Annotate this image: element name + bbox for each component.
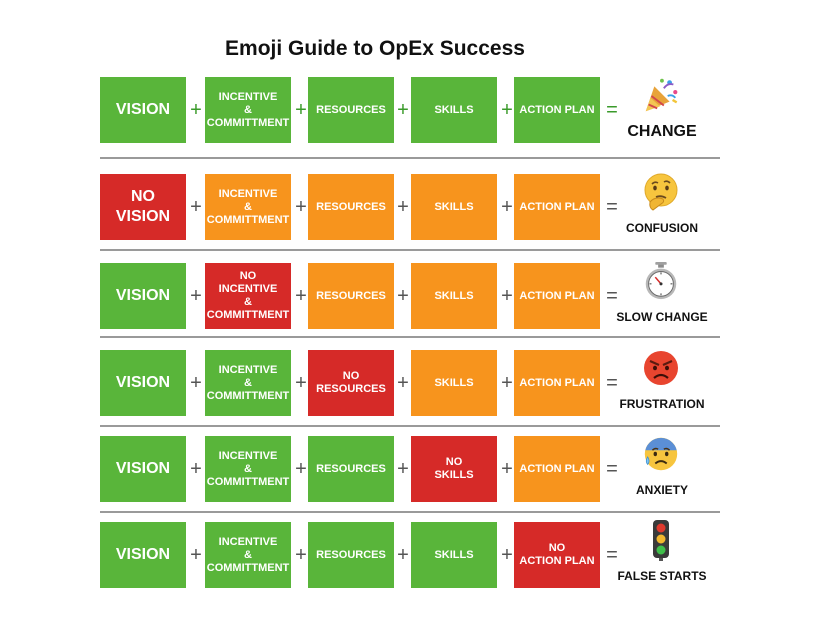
party-popper-icon xyxy=(641,75,681,115)
factor-box: INCENTIVE & COMMITTMENT xyxy=(205,522,291,588)
result-label: CHANGE xyxy=(627,123,697,140)
plus-operator: + xyxy=(397,98,409,121)
traffic-light-icon xyxy=(641,520,681,561)
plus-operator: + xyxy=(501,98,513,121)
row-divider xyxy=(100,249,720,251)
factor-box: RESOURCES xyxy=(308,174,394,240)
factor-box: INCENTIVE & COMMITTMENT xyxy=(205,174,291,240)
plus-operator: + xyxy=(501,195,513,218)
plus-operator: + xyxy=(190,371,202,394)
factor-box: NO VISION xyxy=(100,174,186,240)
factor-box: VISION xyxy=(100,522,186,588)
page-title: Emoji Guide to OpEx Success xyxy=(225,37,525,60)
plus-operator: + xyxy=(397,371,409,394)
factor-box: RESOURCES xyxy=(308,263,394,329)
plus-operator: + xyxy=(190,98,202,121)
plus-operator: + xyxy=(295,457,307,480)
factor-box: VISION xyxy=(100,77,186,143)
plus-operator: + xyxy=(501,284,513,307)
equation-row: VISION+INCENTIVE & COMMITTMENT+RESOURCES… xyxy=(100,436,720,502)
plus-operator: + xyxy=(397,284,409,307)
plus-operator: + xyxy=(295,195,307,218)
plus-operator: + xyxy=(295,284,307,307)
plus-operator: + xyxy=(501,457,513,480)
result-label: CONFUSION xyxy=(626,221,698,235)
factor-box: SKILLS xyxy=(411,174,497,240)
row-divider xyxy=(100,511,720,513)
factor-box: INCENTIVE & COMMITTMENT xyxy=(205,77,291,143)
factor-box: ACTION PLAN xyxy=(514,350,600,416)
equation-row: NO VISION+INCENTIVE & COMMITTMENT+RESOUR… xyxy=(100,172,720,240)
plus-operator: + xyxy=(397,457,409,480)
plus-operator: + xyxy=(190,457,202,480)
factor-box: VISION xyxy=(100,436,186,502)
plus-operator: + xyxy=(501,543,513,566)
factor-box: VISION xyxy=(100,263,186,329)
row-divider xyxy=(100,157,720,159)
factor-box: SKILLS xyxy=(411,263,497,329)
equals-operator: = xyxy=(606,543,618,566)
factor-box: ACTION PLAN xyxy=(514,174,600,240)
equals-operator: = xyxy=(606,98,618,121)
result-label: ANXIETY xyxy=(635,483,688,497)
plus-operator: + xyxy=(190,195,202,218)
row-divider xyxy=(100,336,720,338)
factor-box: ACTION PLAN xyxy=(514,77,600,143)
factor-box: NO INCENTIVE & COMMITTMENT xyxy=(205,263,291,329)
plus-operator: + xyxy=(295,371,307,394)
factor-box: SKILLS xyxy=(411,77,497,143)
angry-face-icon xyxy=(641,348,681,388)
stopwatch-icon xyxy=(641,261,681,301)
equals-operator: = xyxy=(606,457,618,480)
equals-operator: = xyxy=(606,284,618,307)
result-label: FALSE STARTS xyxy=(617,569,707,583)
factor-box: SKILLS xyxy=(411,350,497,416)
factor-box: RESOURCES xyxy=(308,436,394,502)
factor-box: NO ACTION PLAN xyxy=(514,522,600,588)
factor-box: RESOURCES xyxy=(308,77,394,143)
equals-operator: = xyxy=(606,195,618,218)
equation-row: VISION+INCENTIVE & COMMITTMENT+RESOURCES… xyxy=(100,520,720,588)
plus-operator: + xyxy=(190,284,202,307)
factor-box: INCENTIVE & COMMITTMENT xyxy=(205,350,291,416)
equation-row: VISION+INCENTIVE & COMMITTMENT+NO RESOUR… xyxy=(100,350,720,416)
factor-box: NO RESOURCES xyxy=(308,350,394,416)
equation-row: VISION+INCENTIVE & COMMITTMENT+RESOURCES… xyxy=(100,77,720,143)
anxious-sweat-face-icon xyxy=(641,434,681,474)
factor-box: ACTION PLAN xyxy=(514,263,600,329)
plus-operator: + xyxy=(397,543,409,566)
plus-operator: + xyxy=(295,543,307,566)
factor-box: VISION xyxy=(100,350,186,416)
factor-box: ACTION PLAN xyxy=(514,436,600,502)
factor-box: NO SKILLS xyxy=(411,436,497,502)
factor-box: INCENTIVE & COMMITTMENT xyxy=(205,436,291,502)
plus-operator: + xyxy=(397,195,409,218)
result-label: FRUSTRATION xyxy=(619,397,705,411)
plus-operator: + xyxy=(501,371,513,394)
plus-operator: + xyxy=(295,98,307,121)
equation-row: VISION+NO INCENTIVE & COMMITTMENT+RESOUR… xyxy=(100,261,720,329)
result-label: SLOW CHANGE xyxy=(616,310,708,324)
factor-box: RESOURCES xyxy=(308,522,394,588)
factor-box: SKILLS xyxy=(411,522,497,588)
equals-operator: = xyxy=(606,371,618,394)
thinking-face-icon xyxy=(641,172,681,212)
row-divider xyxy=(100,425,720,427)
plus-operator: + xyxy=(190,543,202,566)
